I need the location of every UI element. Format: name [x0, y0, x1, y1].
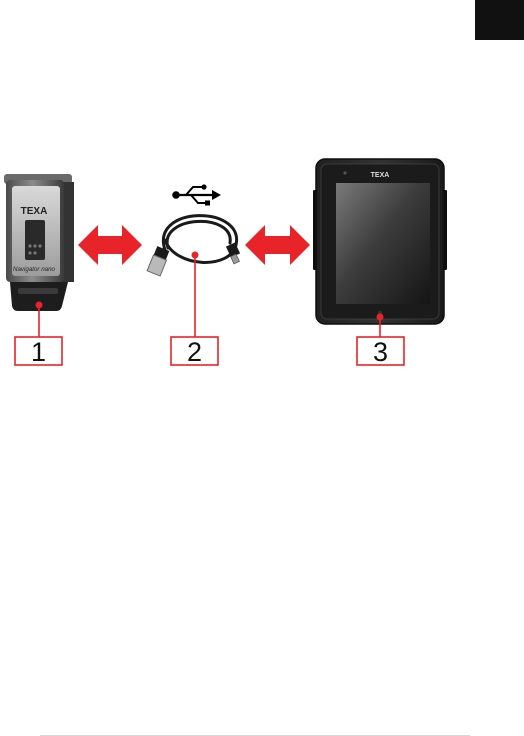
callout-number-3: 3: [373, 337, 388, 367]
nano-led: [28, 251, 31, 254]
nano-model-label: Navigator nano: [13, 266, 56, 273]
tablet-screen: [336, 183, 430, 304]
nano-led: [33, 244, 36, 247]
mini-usb-plug: [226, 242, 240, 263]
usb-a-plug: [147, 246, 169, 276]
nano-brand-label: TEXA: [21, 206, 48, 217]
usb-cable: [163, 216, 236, 263]
bidirectional-arrow-left: [78, 225, 142, 265]
corner-tab: [475, 0, 524, 40]
nano-led: [38, 244, 41, 247]
obd-connector-slot: [18, 288, 58, 294]
tablet-side-grip-right: [443, 190, 447, 270]
nano-led: [33, 251, 36, 254]
callout-number-1: 1: [31, 337, 46, 367]
tablet-brand-label: TEXA: [371, 172, 390, 179]
tablet-side-grip-left: [313, 190, 317, 270]
tablet-camera: [343, 171, 346, 174]
bidirectional-arrow-right: [245, 225, 310, 265]
usb-symbol-icon: [172, 184, 221, 205]
callout-number-2: 2: [187, 337, 202, 367]
navigator-nano-device: TEXA Navigator nano: [4, 174, 74, 311]
nano-led: [28, 244, 31, 247]
connection-diagram: TEXA Navigator nano 1 2: [0, 150, 524, 380]
tablet-device: TEXA: [313, 159, 447, 324]
